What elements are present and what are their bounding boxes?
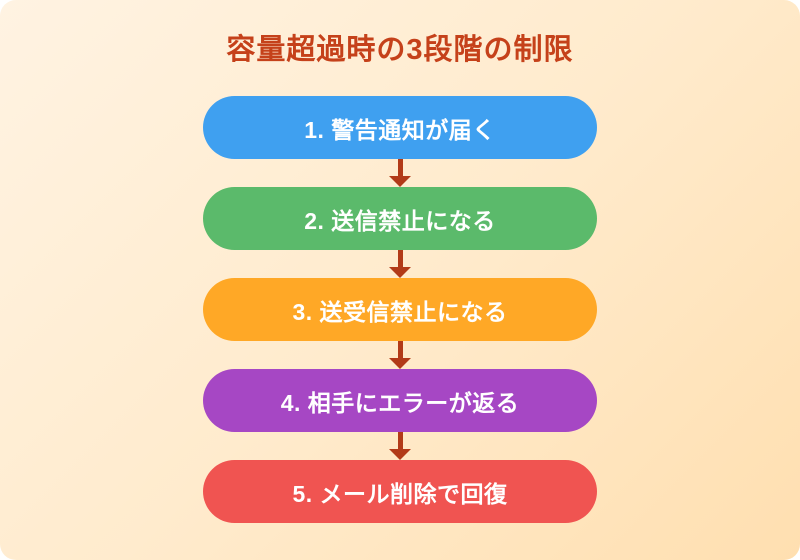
arrow-stem <box>397 250 403 267</box>
step-box-4: 4. 相手にエラーが返る <box>203 369 597 432</box>
diagram-title: 容量超過時の3段階の制限 <box>226 34 574 66</box>
down-arrow-icon <box>389 250 411 278</box>
step-label-4: 4. 相手にエラーが返る <box>280 389 520 416</box>
step-label-2: 2. 送信禁止になる <box>304 207 496 234</box>
step-label-1: 1. 警告通知が届く <box>304 116 496 143</box>
arrow-head <box>389 176 411 187</box>
arrow-stem <box>397 159 403 176</box>
flow-steps: 1. 警告通知が届く 2. 送信禁止になる 3. 送受信禁止になる 4. 相手に… <box>0 96 800 523</box>
step-box-1: 1. 警告通知が届く <box>203 96 597 159</box>
down-arrow-icon <box>389 432 411 460</box>
arrow-stem <box>397 432 403 449</box>
step-label-5: 5. メール削除で回復 <box>292 480 508 507</box>
arrow-head <box>389 267 411 278</box>
arrow-head <box>389 449 411 460</box>
down-arrow-icon <box>389 341 411 369</box>
step-box-3: 3. 送受信禁止になる <box>203 278 597 341</box>
step-label-3: 3. 送受信禁止になる <box>292 298 508 325</box>
step-box-5: 5. メール削除で回復 <box>203 460 597 523</box>
down-arrow-icon <box>389 159 411 187</box>
arrow-stem <box>397 341 403 358</box>
arrow-head <box>389 358 411 369</box>
step-box-2: 2. 送信禁止になる <box>203 187 597 250</box>
